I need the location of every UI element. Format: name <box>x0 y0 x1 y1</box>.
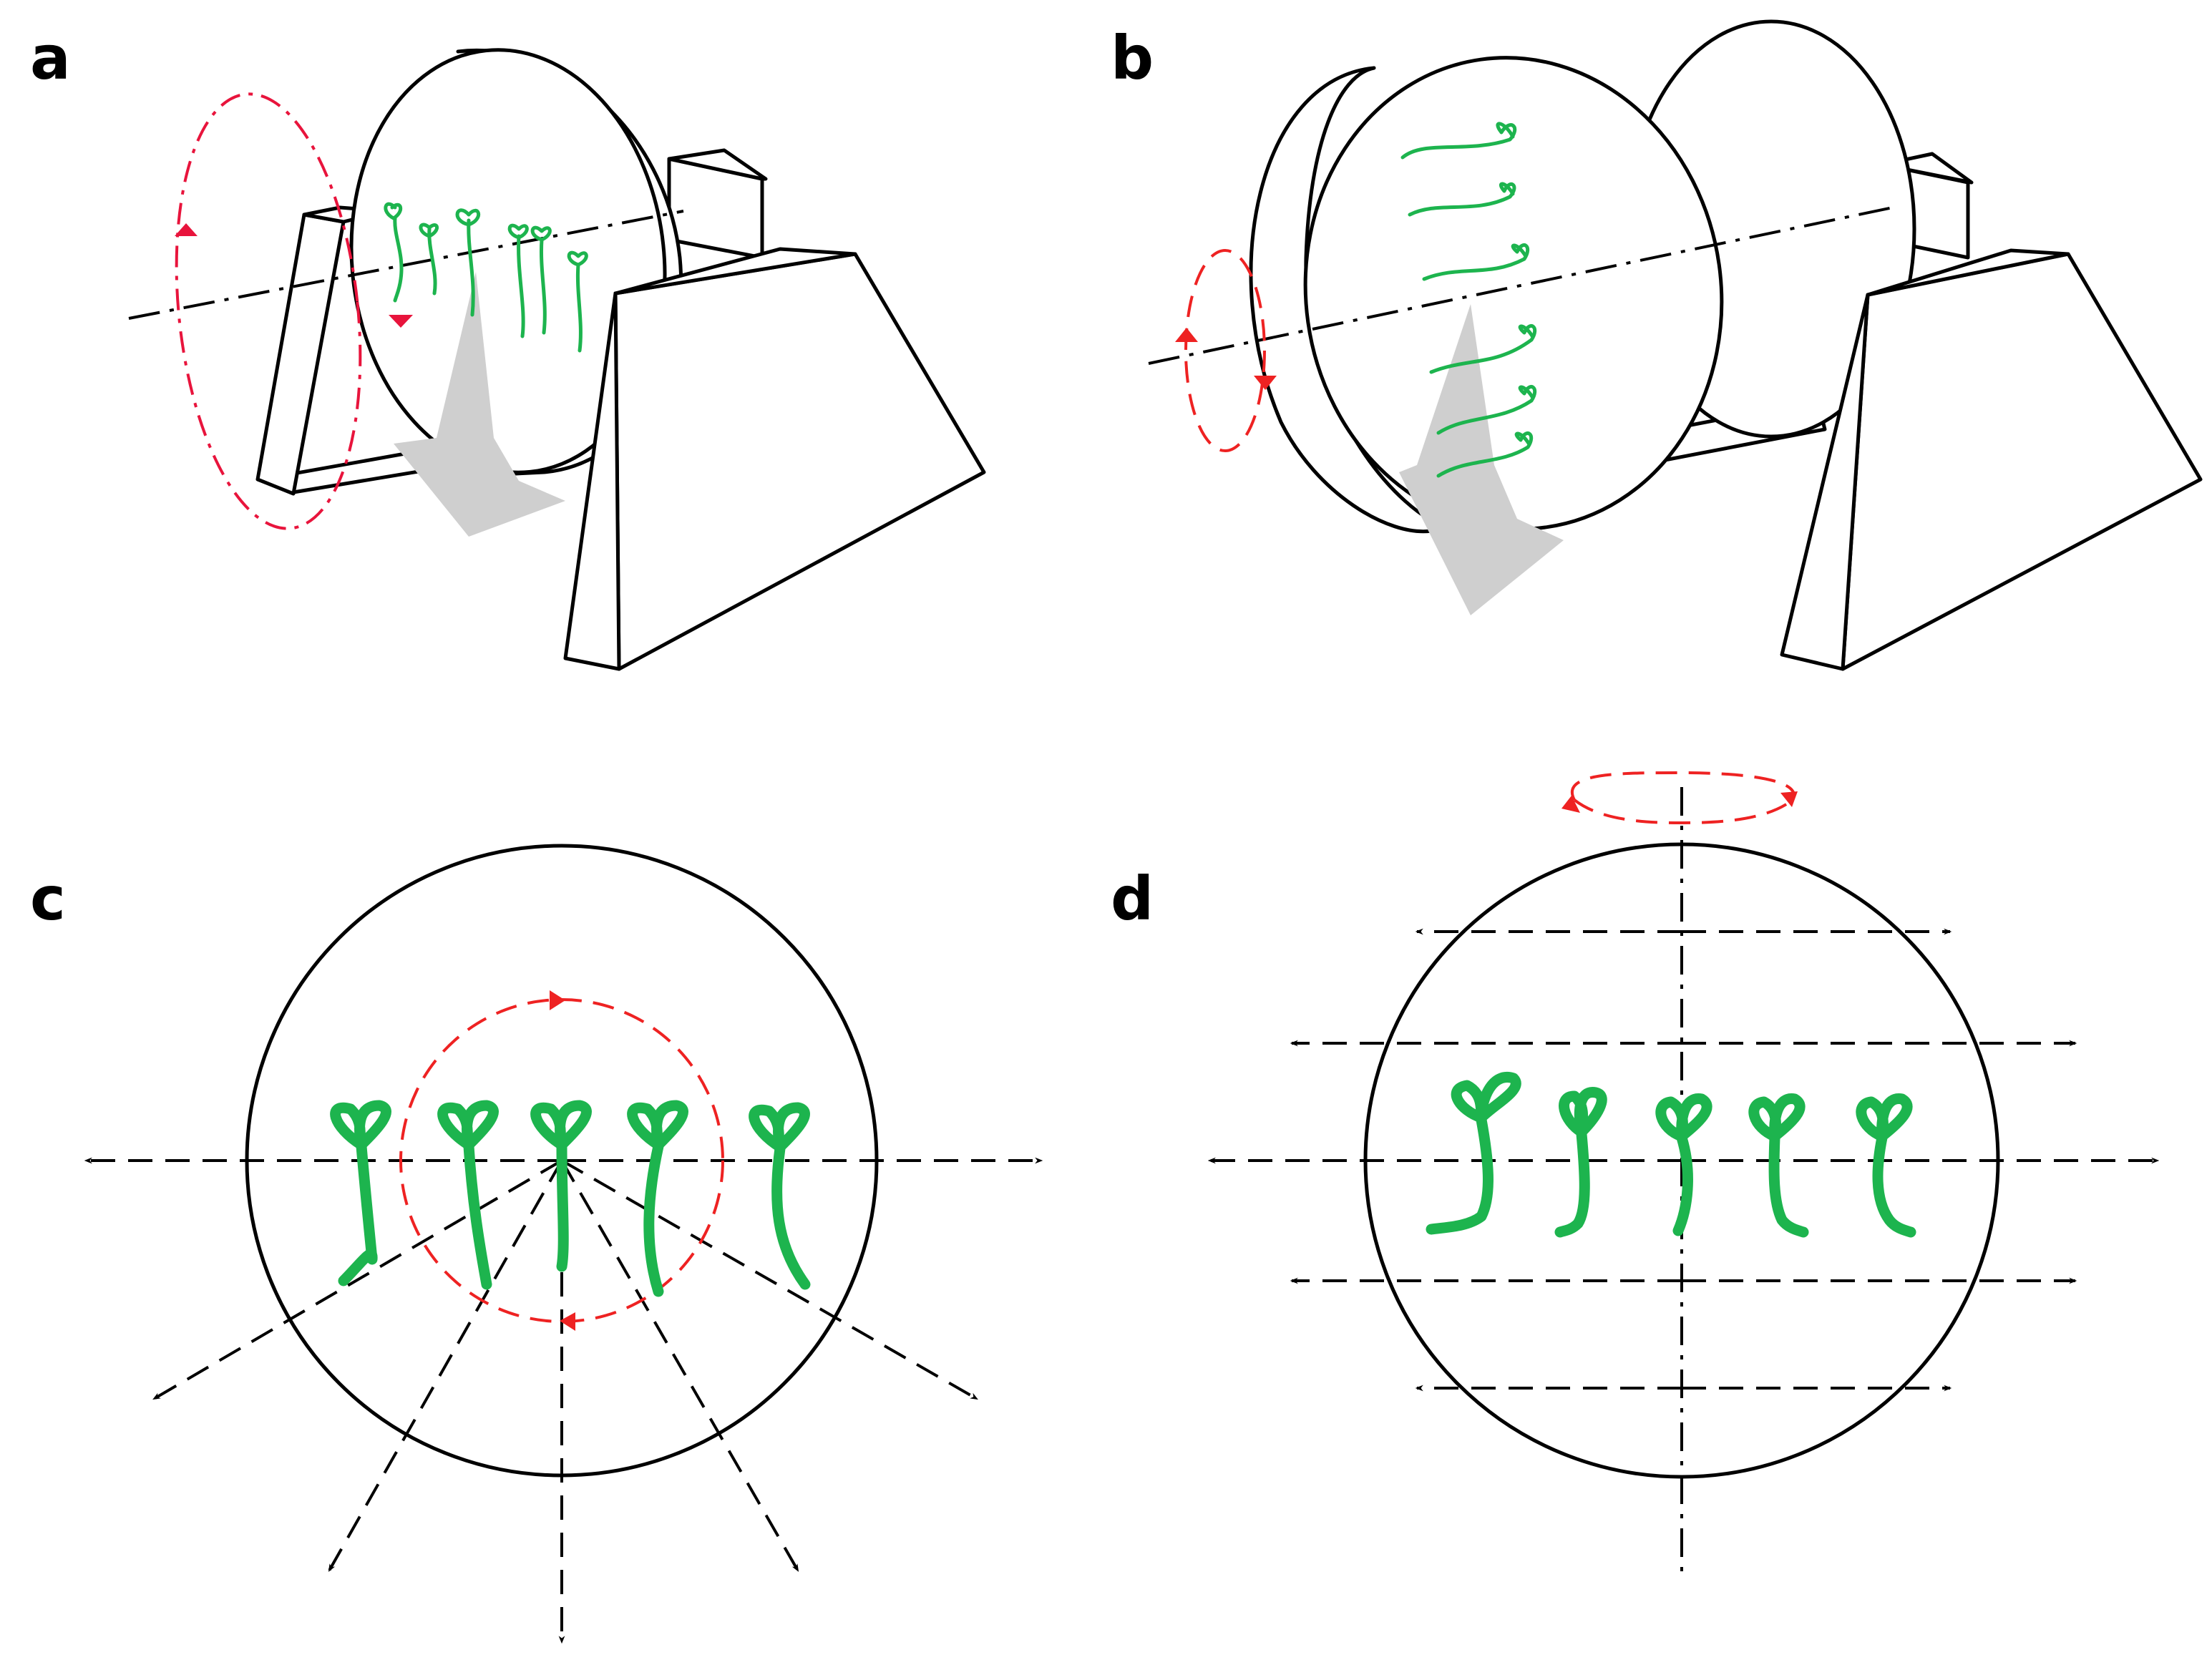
seedlings-a <box>384 202 588 353</box>
rotating-disc-a <box>349 48 683 476</box>
rotating-disc-b <box>1249 19 1916 534</box>
panel-label-d: d <box>1111 864 1154 934</box>
panel-a: a <box>30 23 986 671</box>
rotation-path-a <box>175 92 413 530</box>
rotation-axis-a <box>128 210 684 320</box>
horizontal-vectors-d <box>1207 928 2160 1392</box>
gravity-arrow-a <box>394 272 565 537</box>
seedlings-c <box>330 1100 811 1297</box>
seedlings-b <box>1400 122 1537 478</box>
panel-b: b <box>1111 19 2203 671</box>
panel-d: d <box>1111 771 2160 1574</box>
gravity-arrow-b <box>1399 304 1564 615</box>
clinostat-front-stand-a <box>563 247 986 671</box>
rotation-path-b <box>1175 249 1277 452</box>
panel-label-c: c <box>30 864 66 934</box>
panel-label-b: b <box>1111 23 1154 93</box>
seedlings-d <box>1426 1072 1916 1238</box>
panel-label-a: a <box>30 23 71 93</box>
clinostat-front-stand-b <box>1780 248 2203 671</box>
rotation-path-c <box>399 990 724 1331</box>
rotation-axis-b <box>1148 206 1894 365</box>
centrifugal-vectors-c <box>84 1157 1043 1644</box>
rotation-path-d <box>1561 771 1798 825</box>
panel-c: c <box>30 844 1043 1644</box>
